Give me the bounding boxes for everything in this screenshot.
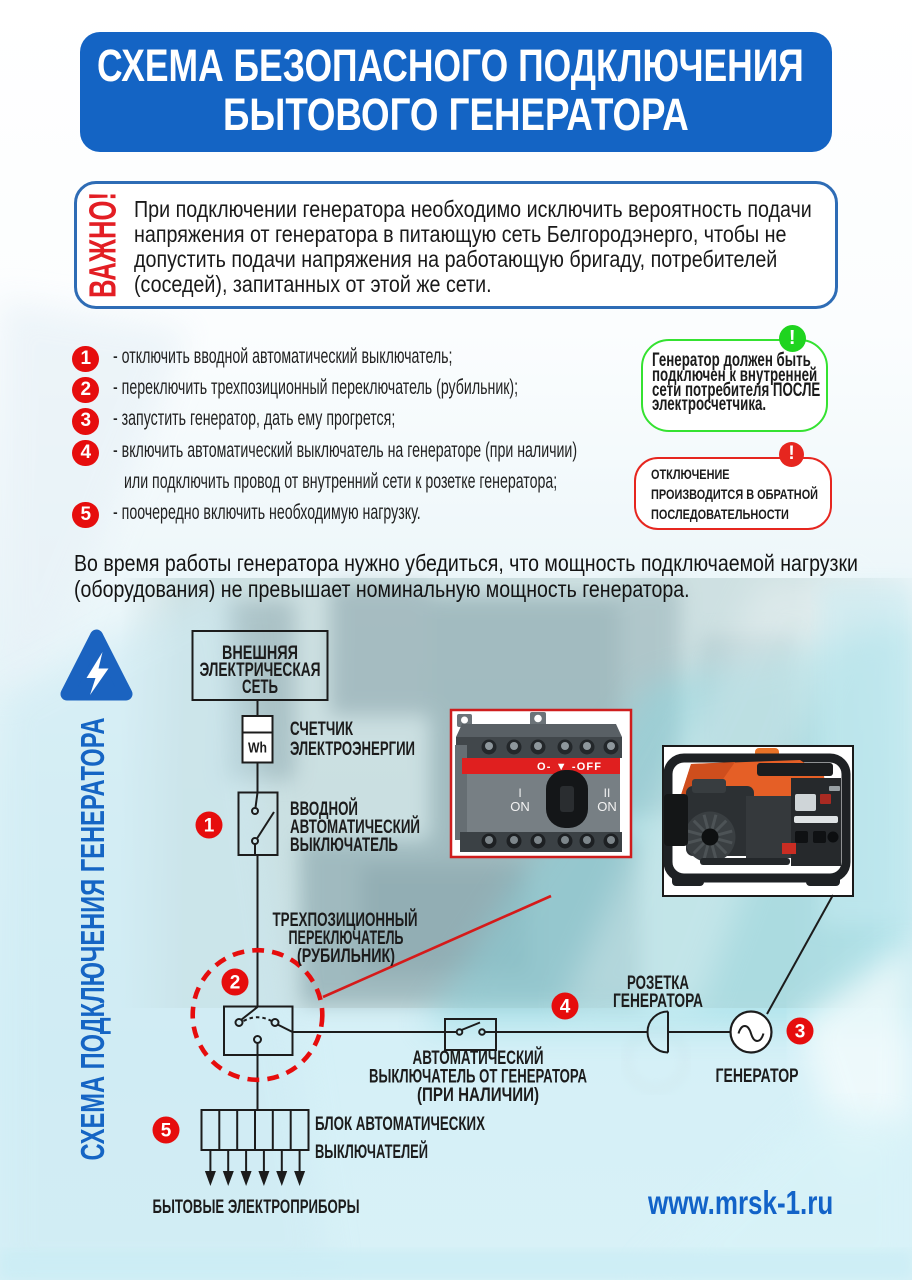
svg-text:I: I: [518, 786, 521, 800]
svg-text:БЫТОВЫЕ ЭЛЕКТРОПРИБОРЫ: БЫТОВЫЕ ЭЛЕКТРОПРИБОРЫ: [153, 1197, 360, 1218]
svg-text:ВНЕШНЯЯ: ВНЕШНЯЯ: [222, 643, 298, 664]
svg-text:ON: ON: [597, 799, 617, 814]
svg-text:СЕТЬ: СЕТЬ: [242, 677, 278, 698]
svg-text:СЧЕТЧИК: СЧЕТЧИК: [290, 719, 353, 740]
svg-text:ВЫКЛЮЧАТЕЛЬ: ВЫКЛЮЧАТЕЛЬ: [290, 835, 398, 856]
svg-text:(ПРИ НАЛИЧИИ): (ПРИ НАЛИЧИИ): [417, 1085, 539, 1106]
svg-text:II: II: [604, 786, 611, 800]
svg-text:ВЫКЛЮЧАТЕЛЬ ОТ ГЕНЕРАТОРА: ВЫКЛЮЧАТЕЛЬ ОТ ГЕНЕРАТОРА: [369, 1067, 587, 1088]
svg-text:АВТОМАТИЧЕСКИЙ: АВТОМАТИЧЕСКИЙ: [413, 1047, 544, 1069]
svg-text:(РУБИЛЬНИК): (РУБИЛЬНИК): [297, 946, 395, 967]
svg-text:4: 4: [560, 997, 571, 1018]
svg-text:2: 2: [230, 973, 241, 994]
svg-text:ПЕРЕКЛЮЧАТЕЛЬ: ПЕРЕКЛЮЧАТЕЛЬ: [289, 928, 404, 949]
svg-text:ГЕНЕРАТОРА: ГЕНЕРАТОРА: [613, 991, 703, 1012]
svg-text:3: 3: [795, 1022, 806, 1043]
svg-text:ГЕНЕРАТОР: ГЕНЕРАТОР: [716, 1066, 799, 1087]
svg-text:ВВОДНОЙ: ВВОДНОЙ: [290, 798, 358, 820]
svg-text:1: 1: [204, 816, 215, 837]
svg-text:Wh: Wh: [248, 740, 267, 757]
svg-text:РОЗЕТКА: РОЗЕТКА: [627, 973, 689, 994]
svg-text:ON: ON: [510, 799, 530, 814]
svg-text:ЭЛЕКТРИЧЕСКАЯ: ЭЛЕКТРИЧЕСКАЯ: [200, 660, 321, 681]
svg-text:ВЫКЛЮЧАТЕЛЕЙ: ВЫКЛЮЧАТЕЛЕЙ: [315, 1141, 428, 1163]
svg-text:АВТОМАТИЧЕСКИЙ: АВТОМАТИЧЕСКИЙ: [290, 816, 420, 838]
svg-text:БЛОК АВТОМАТИЧЕСКИХ: БЛОК АВТОМАТИЧЕСКИХ: [315, 1114, 485, 1135]
svg-text:O- ▼ -OFF: O- ▼ -OFF: [537, 761, 601, 773]
svg-text:ТРЕХПОЗИЦИОННЫЙ: ТРЕХПОЗИЦИОННЫЙ: [273, 909, 418, 931]
svg-text:5: 5: [161, 1121, 172, 1142]
svg-text:ЭЛЕКТРОЭНЕРГИИ: ЭЛЕКТРОЭНЕРГИИ: [290, 739, 415, 760]
